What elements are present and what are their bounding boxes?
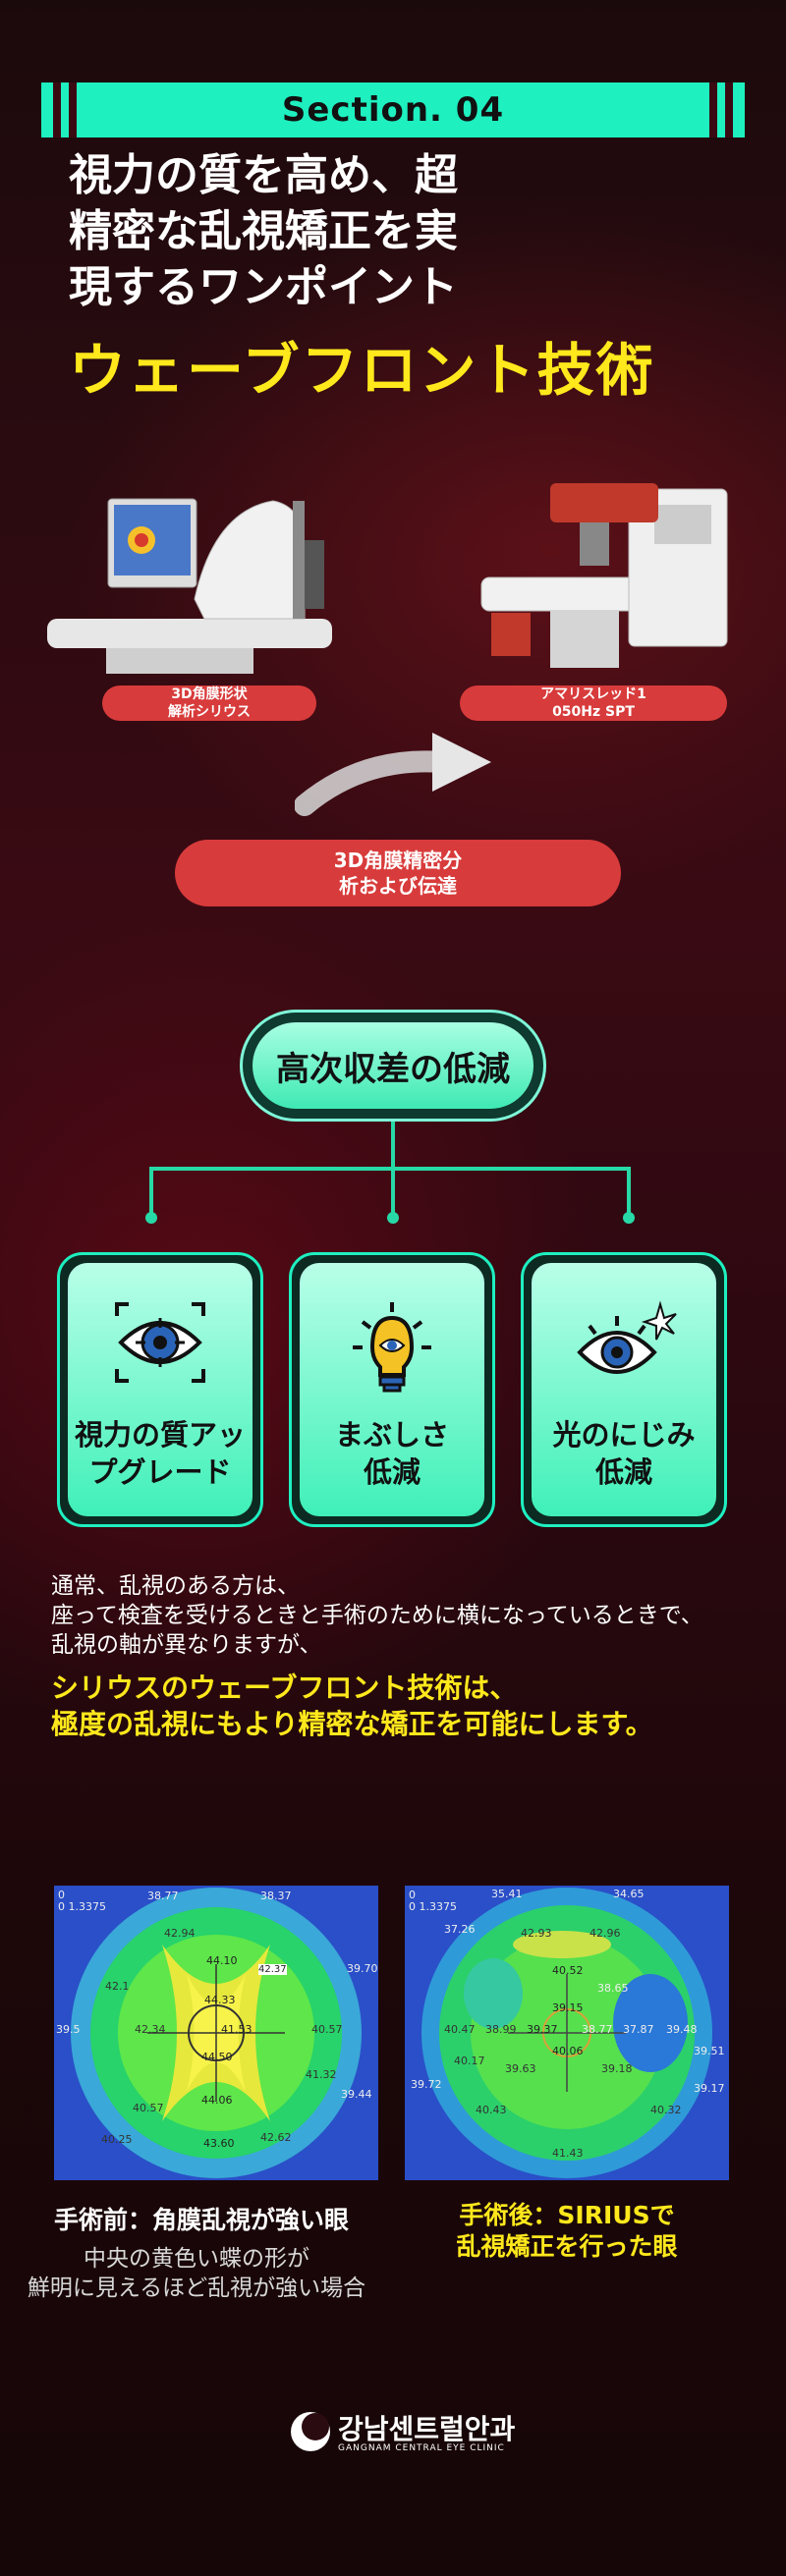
connector-line: [391, 1167, 395, 1218]
map-value: 44.10: [206, 1954, 238, 1967]
aberration-reduction-node: 高次収差の低減: [240, 1010, 546, 1122]
connector-dot: [387, 1212, 399, 1224]
map-value: 39.63: [505, 2062, 536, 2075]
map-value: 39.15: [552, 2001, 584, 2014]
map-value: 38.99: [485, 2023, 517, 2036]
map-value: 44.06: [201, 2094, 233, 2107]
connector-dot: [623, 1212, 635, 1224]
map-value: 42.1: [105, 1980, 130, 1993]
transfer-label-pill: 3D角膜精密分 析および伝達: [175, 840, 621, 906]
section-label: Section. 04: [281, 90, 505, 130]
map-value: 42.34: [135, 2023, 166, 2036]
map-value: 42.94: [164, 1927, 196, 1940]
map-value: 39.70: [347, 1962, 378, 1975]
map-value: 42.93: [521, 1927, 552, 1940]
map-value: 40.17: [454, 2055, 485, 2067]
map-value: 42.96: [590, 1927, 621, 1940]
sirius-label-pill: 3D角膜形状 解析シリウス: [102, 685, 316, 721]
before-caption-subtitle: 中央の黄色い蝶の形が 鮮明に見えるほど乱視が強い場合: [27, 2246, 366, 2301]
connector-line: [391, 1122, 395, 1169]
map-value: 39.17: [694, 2082, 725, 2095]
headline: 視力の質を高め、超 精密な乱視矯正を実 現するワンポイント: [69, 150, 458, 312]
map-value: 38.77: [147, 1890, 179, 1902]
clinic-logo-subtext: GANGNAM CENTRAL EYE CLINIC: [338, 2443, 505, 2453]
map-value: 40.57: [311, 2023, 343, 2036]
map-corner-label: 0 0 1.3375: [409, 1889, 457, 1913]
map-value: 37.26: [444, 1923, 476, 1936]
map-value: 44.33: [204, 1994, 236, 2006]
connector-line: [149, 1167, 631, 1171]
map-value: 40.43: [476, 2104, 507, 2116]
eye-focus-icon: [111, 1298, 209, 1391]
map-value: 40.52: [552, 1964, 584, 1977]
lightbulb-eye-icon: [343, 1298, 441, 1400]
topography-map-after: 0 0 1.3375 35.41 34.65 37.26 42.93 42.96…: [405, 1886, 729, 2180]
map-value: 39.44: [341, 2088, 372, 2101]
after-caption-title: 手術後：SIRIUSで 乱視矯正を行った眼: [456, 2201, 678, 2261]
sirius-topographer-image: [47, 481, 332, 678]
section-header-bar: Section. 04: [41, 82, 745, 137]
headline-accent: ウェーブフロント技術: [69, 337, 655, 404]
map-value: 42.37: [258, 1964, 287, 1975]
decor-stripe: [69, 82, 77, 137]
description-highlight: シリウスのウェーブフロント技術は、 極度の乱視にもより精密な矯正を可能にします。: [51, 1672, 653, 1740]
amaris-label-pill: アマリスレッド1 050Hz SPT: [460, 685, 727, 721]
eye-glare-icon: [570, 1298, 678, 1391]
map-value: 40.06: [552, 2045, 584, 2057]
card-label: まぶしさ 低減: [334, 1418, 449, 1489]
benefit-card-halo: 光のにじみ 低減: [521, 1252, 727, 1527]
map-value: 40.25: [101, 2133, 133, 2146]
map-value: 35.41: [491, 1888, 523, 1900]
map-value: 38.65: [597, 1982, 629, 1995]
map-value: 39.48: [666, 2023, 698, 2036]
topography-map-before: 0 0 1.3375 38.77 38.37 42.94 44.10 42.37…: [54, 1886, 378, 2180]
connector-dot: [145, 1212, 157, 1224]
card-label: 視力の質アッ プグレード: [74, 1418, 246, 1489]
map-value: 43.60: [203, 2137, 235, 2150]
node-label: 高次収差の低減: [253, 1022, 533, 1109]
benefit-card-vision: 視力の質アッ プグレード: [57, 1252, 263, 1527]
curved-arrow-icon: [294, 727, 501, 825]
clinic-logo-text: 강남센트럴안과: [338, 2413, 516, 2445]
connector-line: [149, 1167, 153, 1218]
map-value: 41.32: [306, 2068, 337, 2081]
map-value: 41.53: [221, 2023, 253, 2036]
map-value: 38.37: [260, 1890, 292, 1902]
map-value: 37.87: [623, 2023, 654, 2036]
clinic-logo-icon: [287, 2408, 334, 2455]
benefit-card-glare: まぶしさ 低減: [289, 1252, 495, 1527]
map-value: 39.18: [601, 2062, 633, 2075]
map-value: 38.77: [582, 2023, 613, 2036]
map-value: 44.50: [201, 2051, 233, 2063]
map-value: 39.72: [411, 2078, 442, 2091]
map-value: 39.51: [694, 2045, 725, 2057]
map-value: 40.47: [444, 2023, 476, 2036]
map-value: 42.62: [260, 2131, 292, 2144]
map-value: 40.32: [650, 2104, 682, 2116]
map-value: 39.37: [527, 2023, 558, 2036]
map-value: 41.43: [552, 2147, 584, 2160]
amaris-laser-image: [462, 469, 747, 676]
description-text: 通常、乱視のある方は、 座って検査を受けるときと手術のために横になっているときで…: [51, 1573, 703, 1658]
before-caption-title: 手術前：角膜乱視が強い眼: [53, 2206, 349, 2234]
map-corner-label: 0 0 1.3375: [58, 1889, 106, 1913]
map-value: 40.57: [133, 2102, 164, 2114]
decor-stripe: [725, 82, 733, 137]
map-value: 34.65: [613, 1888, 645, 1900]
decor-stripe: [53, 82, 61, 137]
connector-line: [627, 1167, 631, 1218]
map-value: 39.5: [56, 2023, 81, 2036]
decor-stripe: [709, 82, 717, 137]
card-label: 光のにじみ 低減: [552, 1418, 696, 1489]
